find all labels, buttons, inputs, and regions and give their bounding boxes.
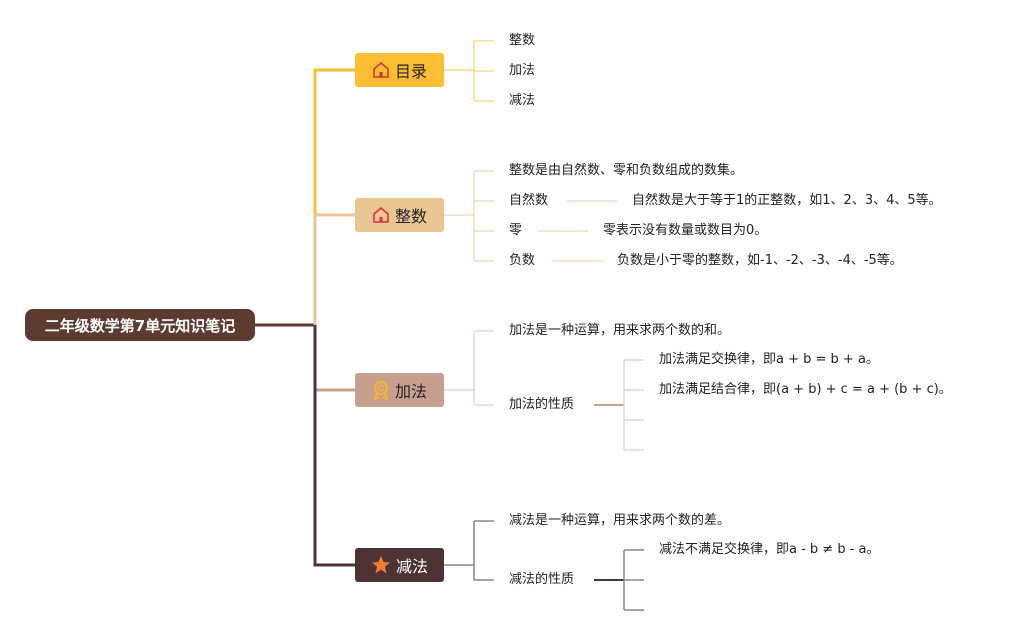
branch-integers[interactable]: 整数 xyxy=(355,198,444,232)
house-icon xyxy=(373,206,389,223)
addition-property[interactable]: 加法满足结合律，即(a + b) + c = a + (b + c)。 xyxy=(659,382,952,397)
branch-addition[interactable]: 加法 xyxy=(355,373,444,407)
addition-property[interactable]: 加法满足交换律，即a + b = b + a。 xyxy=(659,352,879,367)
branch-label: 减法 xyxy=(395,557,428,576)
branch-label: 加法 xyxy=(394,382,427,401)
toc-item[interactable]: 减法 xyxy=(509,93,536,108)
branch-subtraction[interactable]: 减法 xyxy=(355,548,444,582)
toc-item[interactable]: 整数 xyxy=(509,33,536,48)
natural-label[interactable]: 自然数 xyxy=(509,193,549,208)
negative-label[interactable]: 负数 xyxy=(509,253,536,268)
addition-definition[interactable]: 加法是一种运算，用来求两个数的和。 xyxy=(509,323,731,338)
root-node[interactable]: 二年级数学第7单元知识笔记 xyxy=(25,309,255,341)
medal-icon xyxy=(373,381,389,400)
zero-detail[interactable]: 零表示没有数量或数目为0。 xyxy=(603,223,768,238)
subtraction-properties-label[interactable]: 减法的性质 xyxy=(509,572,575,587)
subtraction-property[interactable]: 减法不满足交换律，即a - b ≠ b - a。 xyxy=(659,542,880,557)
natural-detail[interactable]: 自然数是大于等于1的正整数，如1、2、3、4、5等。 xyxy=(632,193,942,208)
zero-label[interactable]: 零 xyxy=(509,223,523,238)
subtraction-definition[interactable]: 减法是一种运算，用来求两个数的差。 xyxy=(509,513,731,528)
branch-label: 目录 xyxy=(394,62,427,81)
addition-properties-label[interactable]: 加法的性质 xyxy=(509,397,575,412)
integers-definition[interactable]: 整数是由自然数、零和负数组成的数集。 xyxy=(509,163,744,178)
toc-item[interactable]: 加法 xyxy=(509,63,536,78)
branch-toc[interactable]: 目录 xyxy=(355,53,444,87)
star-icon xyxy=(371,556,390,574)
negative-detail[interactable]: 负数是小于零的整数，如-1、-2、-3、-4、-5等。 xyxy=(617,253,903,268)
house-icon xyxy=(373,61,389,78)
branch-label: 整数 xyxy=(394,207,427,226)
